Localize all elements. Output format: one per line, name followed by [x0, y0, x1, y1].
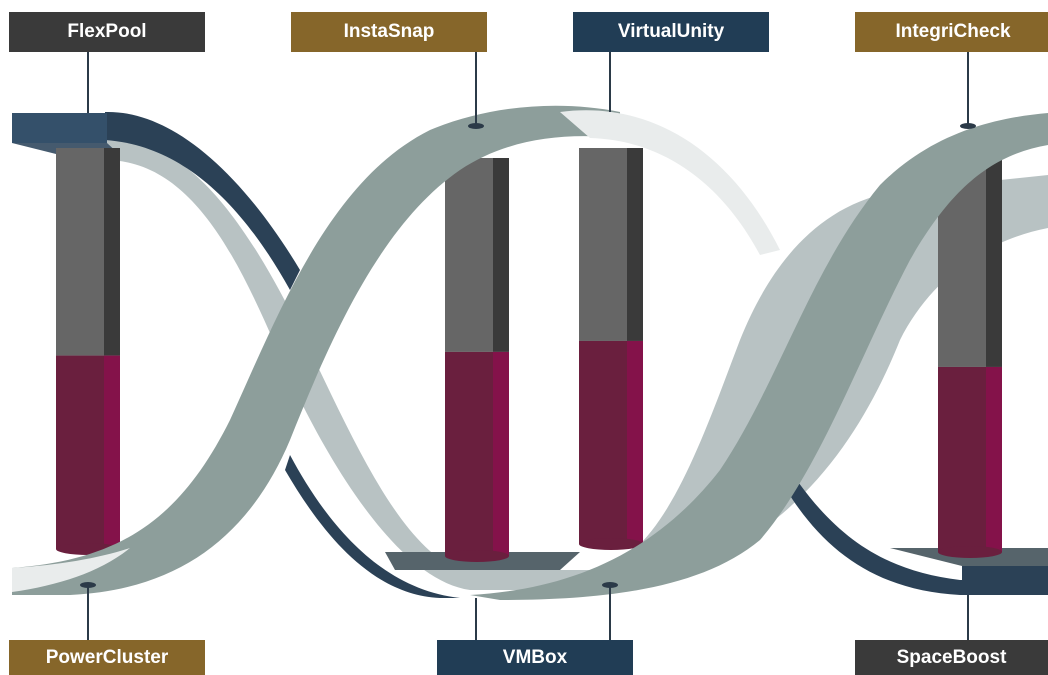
bar-1-fill-side	[104, 355, 120, 549]
front-ribbon-middle-highlight	[560, 110, 780, 255]
bar-1-fill	[56, 355, 104, 549]
label-vmbox: VMBox	[437, 640, 633, 675]
bar-3-fill-side	[627, 340, 643, 544]
bar-2-empty-side	[493, 158, 509, 352]
back-ribbon	[105, 137, 1048, 590]
bar-3-fill	[579, 340, 627, 544]
label-instasnap: InstaSnap	[291, 12, 487, 52]
bar-4-fill-base	[938, 546, 1002, 558]
bars-group	[56, 148, 1002, 562]
connector-dot-integricheck	[960, 123, 976, 129]
bar-3	[579, 148, 643, 550]
label-integricheck: IntegriCheck	[855, 12, 1048, 52]
bar-1-empty	[56, 148, 104, 356]
connector-dot-instasnap	[468, 123, 484, 129]
label-flexpool: FlexPool	[9, 12, 205, 52]
bar-3-empty	[579, 148, 627, 341]
front-ribbon-left-highlight	[12, 548, 130, 592]
connectors	[80, 52, 976, 640]
bar-4-fill	[938, 366, 986, 552]
label-powercluster: PowerCluster	[9, 640, 205, 675]
bottom-cap-right	[962, 565, 1048, 595]
bar-4	[938, 160, 1002, 558]
back-ribbon-edge	[105, 111, 300, 290]
front-ribbon-right	[470, 113, 1048, 600]
front-ribbon-left	[12, 105, 620, 596]
label-spaceboost: SpaceBoost	[855, 640, 1048, 675]
top-cap-left	[12, 113, 107, 143]
bar-2-fill-base	[445, 550, 509, 562]
bar-2	[445, 158, 509, 562]
bar-3-empty-side	[627, 148, 643, 341]
bar-2-fill-side	[493, 351, 509, 556]
back-ribbon-edge-lower	[285, 455, 460, 598]
bar-1-empty-side	[104, 148, 120, 356]
bar-2-fill	[445, 351, 493, 556]
bar-4-empty-side	[986, 160, 1002, 367]
bar-1	[56, 148, 120, 555]
bar-2-empty	[445, 158, 493, 352]
bar-3-fill-base	[579, 538, 643, 550]
label-virtualunity: VirtualUnity	[573, 12, 769, 52]
bar-4-fill-side	[986, 366, 1002, 552]
